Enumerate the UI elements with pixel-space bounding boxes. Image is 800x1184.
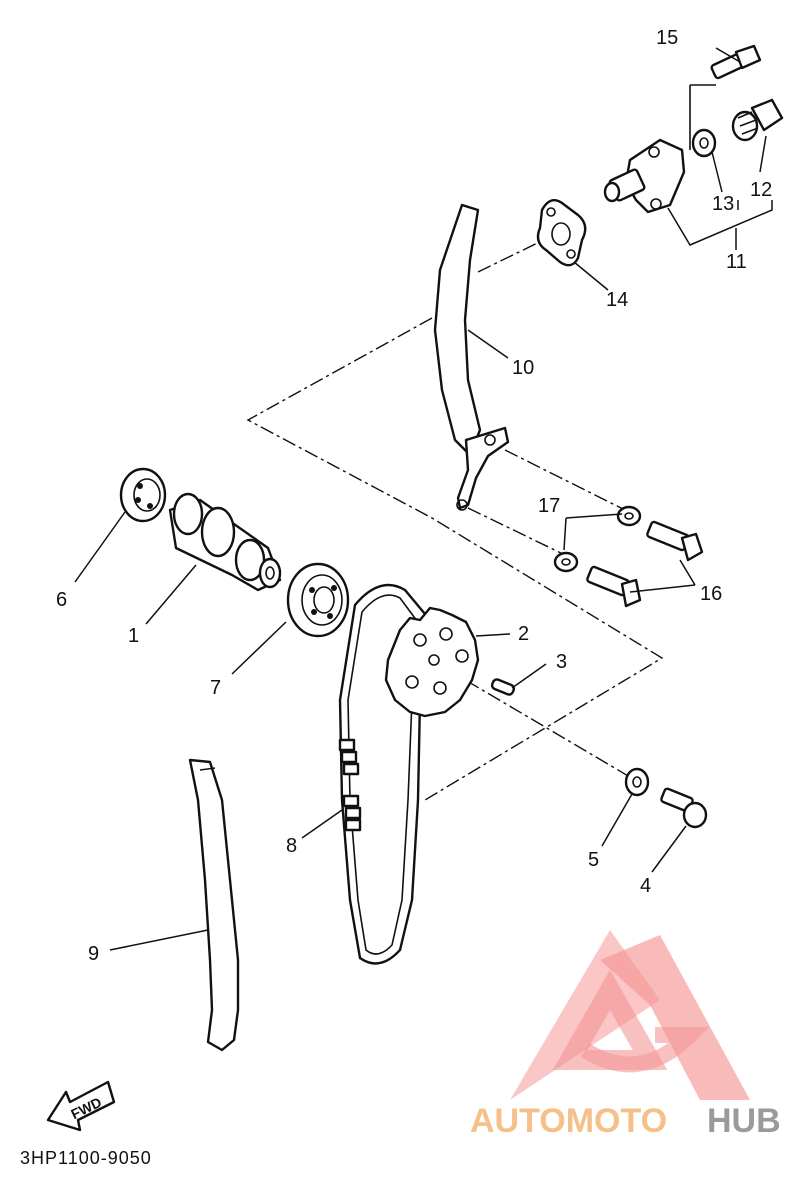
washer-13-icon [691,128,717,158]
pin-3-icon [490,678,516,696]
callout-13: 13 [712,193,734,215]
plug-bolt-12-icon [731,98,784,142]
callout-2: 2 [518,623,529,645]
callout-12: 12 [750,179,772,201]
watermark-logo-icon [510,930,750,1100]
chain-guide-10-icon [433,203,510,511]
bearing-6-icon [119,467,167,523]
callout-10: 10 [512,357,534,379]
bolt-15-icon [710,44,762,80]
callout-15: 15 [656,27,678,49]
watermark-brand-part1: AUTOMOTO [470,1102,667,1140]
callout-1: 1 [128,625,139,647]
bolt-4-icon [660,787,708,829]
bearing-7-icon [286,562,350,638]
washer-5-icon [624,767,650,797]
camshaft-1-icon [168,492,282,592]
callout-9: 9 [88,943,99,965]
watermark-brand-part2: HUB [707,1102,781,1140]
leader-lines [74,47,773,951]
callout-6: 6 [56,589,67,611]
callout-4: 4 [640,875,651,897]
diagram-part-code: 3HP1100-9050 [20,1148,152,1168]
alignment-line-5 [444,667,636,781]
callout-17: 17 [538,495,560,517]
bolt-16-icon [586,520,704,608]
forward-label: FWD [68,1094,104,1122]
callout-5: 5 [588,849,599,871]
callout-16: 16 [700,583,722,605]
alignment-line-17a [504,449,626,511]
forward-arrow-icon: FWD [46,1080,116,1132]
callout-7: 7 [210,677,221,699]
callout-11: 11 [726,251,747,273]
washer-17-icon [553,505,642,573]
callout-8: 8 [286,835,297,857]
callout-labels: 15 12 13 11 14 10 17 16 6 1 7 2 3 5 4 8 … [56,27,772,965]
callout-3: 3 [556,651,567,673]
callout-14: 14 [606,289,628,311]
gasket-14-icon [536,199,587,267]
tensioner-11-icon [603,138,686,214]
chain-guide-9-icon [188,758,240,1052]
alignment-line-17b [467,507,566,556]
assembly-outline [246,317,664,801]
sprocket-2-icon [384,606,480,718]
